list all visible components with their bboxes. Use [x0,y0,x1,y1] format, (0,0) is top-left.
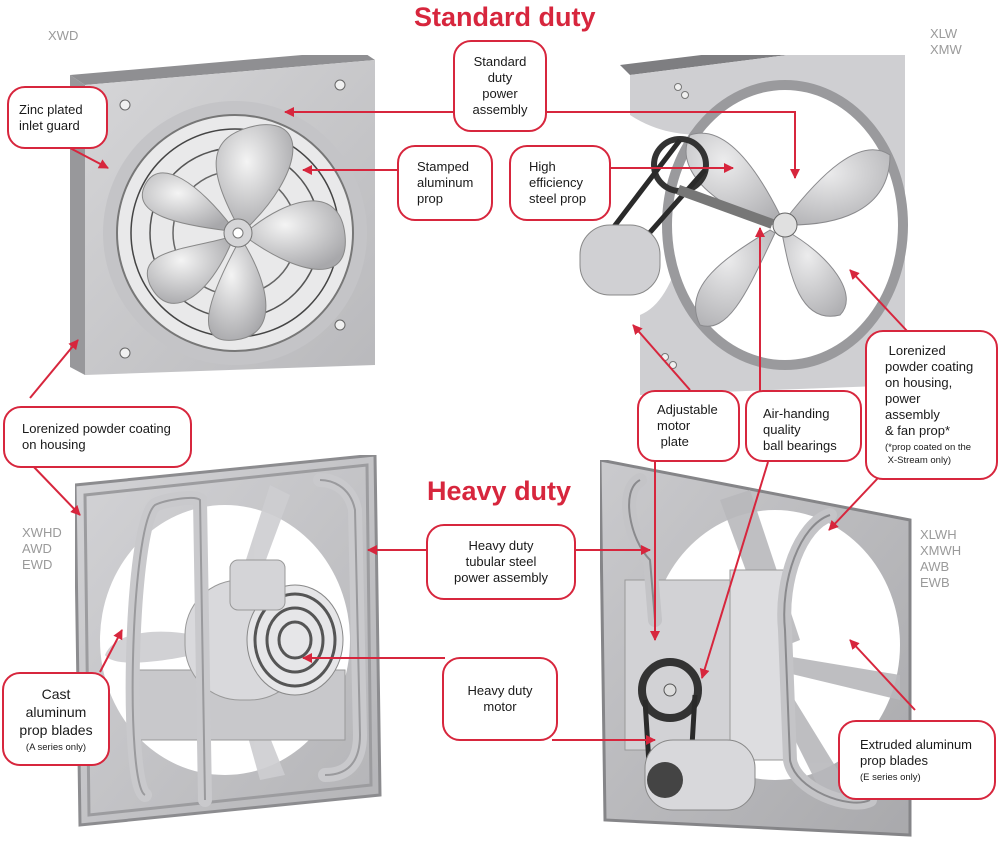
model-label-bottom-left: XWHD AWD EWD [22,525,62,573]
callout-text: powder coating [885,359,974,374]
callout-zinc-plated-inlet-guard: Zinc plated inlet guard [7,86,108,149]
callout-text: Stamped [417,159,470,174]
callout-text: duty [487,70,513,85]
callout-air-handing-ball-bearings: Air-handing quality ball bearings [745,390,862,462]
callout-stamped-aluminum-prop: Stamped aluminum prop [397,145,493,221]
arrow-bearings-down [699,461,769,679]
model-code: XMWH [920,543,962,558]
arrow-cast-blades [99,629,123,673]
callout-text: efficiency [529,175,583,190]
standard-duty-title: Standard duty [414,2,596,32]
callout-text: on housing [22,437,86,452]
heavy-duty-title: Heavy duty [427,476,572,506]
callout-extruded-aluminum-prop-blades: Extruded aluminum prop blades (E series … [838,720,996,800]
callout-text: Lorenized [885,343,946,358]
callout-adjustable-motor-plate: Adjustable motor plate [637,390,740,462]
callout-text: Heavy duty [468,538,534,553]
model-label-top-right: XLW XMW [930,26,962,58]
model-code: AWB [920,559,950,574]
callout-text: Air-handing [763,406,830,421]
arrow-lorenized-full-down [828,477,879,531]
callout-text: tubular steel [465,554,537,569]
callout-text: Adjustable [657,402,718,417]
callout-text: on housing, [885,375,953,390]
callout-text: aluminum [417,175,474,190]
model-code: EWB [920,575,950,590]
callout-heavy-duty-motor: Heavy duty motor [442,657,558,741]
arrow-motor-plate-up [632,324,691,391]
model-code: XLW [930,26,958,41]
callout-lorenized-powder-coating-housing: Lorenized powder coating on housing [3,406,192,468]
callout-text: Extruded aluminum [860,736,972,752]
model-code: XMW [930,42,962,57]
callout-text: assembly [472,102,528,117]
xwd-fan-illustration [70,55,375,375]
model-label-top-left: XWD [48,28,78,44]
callout-standard-duty-power-assembly: Standard duty power assembly [453,40,547,132]
callout-text: aluminum [25,703,87,720]
arrow-lorenized-full-up [849,269,909,333]
arrow-lorenized-housing-down [31,464,81,516]
callout-text: Heavy duty [467,683,533,698]
xlwh-fan-illustration [600,460,912,837]
callout-text: power [482,86,518,101]
callout-text: & fan prop* [885,423,951,438]
callout-text: power assembly [454,570,548,585]
callout-heavy-duty-tubular-steel: Heavy duty tubular steel power assembly [426,524,576,600]
model-code: XWHD [22,525,62,540]
callout-footnote: (A series only) [25,741,87,753]
callout-text: prop blades [860,752,928,768]
xlw-fan-illustration [579,55,908,395]
callout-text: High [529,159,556,174]
arrow-std-power-right [546,111,800,179]
callout-footnote: (*prop coated on the [885,442,972,453]
callout-text: ball bearings [763,438,837,453]
model-code: EWD [22,557,53,572]
model-code: XWD [48,28,79,43]
model-code: XLWH [920,527,957,542]
callout-text: plate [657,434,689,449]
model-label-bottom-right: XLWH XMWH AWB EWB [920,527,961,591]
callout-text: inlet guard [19,117,80,133]
callout-text: motor [657,418,691,433]
callout-text: assembly [885,407,940,422]
callout-text: power [885,391,921,406]
callout-footnote: X-Stream only) [885,455,951,466]
callout-text: quality [763,422,801,437]
callout-text: Standard [473,54,527,69]
callout-text: Zinc plated [19,101,83,117]
model-code: AWD [22,541,52,556]
arrow-lorenized-housing-up [29,339,79,399]
xwhd-fan-illustration [75,455,382,827]
callout-text: prop blades [19,721,93,738]
callout-text: motor [483,699,517,714]
callout-footnote: (E series only) [860,771,921,783]
callout-text: prop [417,191,444,206]
callout-text: steel prop [529,191,587,206]
arrow-extruded [849,639,916,711]
callout-text: Lorenized powder coating [22,421,171,436]
callout-high-efficiency-steel-prop: High efficiency steel prop [509,145,611,221]
callout-cast-aluminum-prop-blades: Cast aluminum prop blades (A series only… [2,672,110,766]
callout-text: Cast [41,685,71,702]
callout-lorenized-full-coating: Lorenized powder coating on housing, pow… [865,330,998,480]
arrow-zinc-guard [69,147,109,169]
